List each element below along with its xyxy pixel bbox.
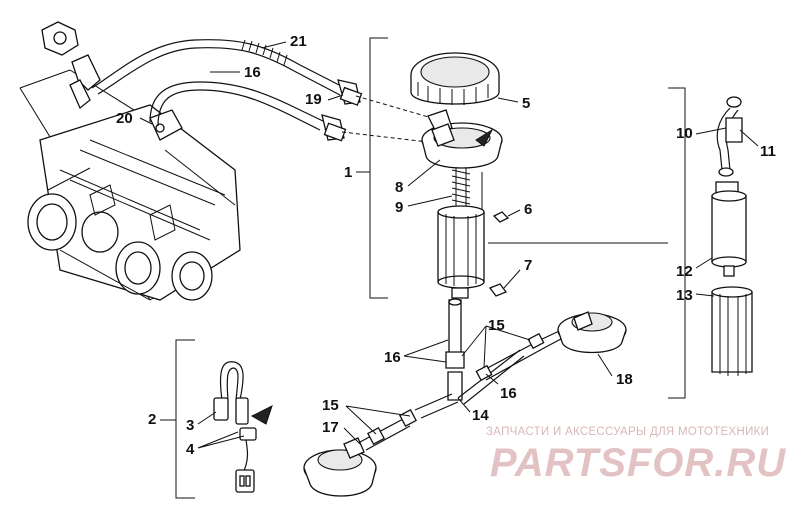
lock-ring <box>410 52 500 105</box>
callout-15-left: 15 <box>322 397 339 414</box>
callout-21: 21 <box>290 33 307 50</box>
filter-17 <box>303 437 377 497</box>
callout-3: 3 <box>186 417 194 434</box>
leader-lines <box>139 41 759 449</box>
pump-detail-hose <box>716 96 743 177</box>
callout-15-mid: 15 <box>488 317 505 334</box>
callout-16-top: 16 <box>244 64 261 81</box>
pump-filter-sleeve <box>711 286 753 376</box>
pump-body <box>437 205 485 299</box>
fuel-pump-motor <box>711 181 747 277</box>
callout-17: 17 <box>322 419 339 436</box>
callout-14: 14 <box>472 407 489 424</box>
callout-2: 2 <box>148 411 156 428</box>
callout-18: 18 <box>616 371 633 388</box>
callout-numbers: 21 16 20 19 5 1 8 9 6 7 10 11 12 13 16 1… <box>116 33 776 458</box>
callout-12: 12 <box>676 263 693 280</box>
callout-1: 1 <box>344 164 352 181</box>
callout-6: 6 <box>524 201 532 218</box>
wire-harness <box>213 361 273 493</box>
callout-7: 7 <box>524 257 532 274</box>
callout-10: 10 <box>676 125 693 142</box>
lower-fuel-lines <box>359 298 575 451</box>
hose-ribs <box>241 39 288 66</box>
callout-16-mid: 16 <box>384 349 401 366</box>
watermark-caption: ЗАПЧАСТИ И АКСЕССУАРЫ ДЛЯ МОТОТЕХНИКИ <box>486 426 770 438</box>
throttle-bores <box>27 193 213 301</box>
callout-19: 19 <box>305 91 322 108</box>
top-fuel-hoses <box>91 39 433 143</box>
callout-11: 11 <box>760 143 776 160</box>
callout-16-right: 16 <box>500 385 517 402</box>
callout-20: 20 <box>116 110 133 127</box>
callout-8: 8 <box>395 179 403 196</box>
watermark-logo: PARTSFOR.RU <box>490 441 787 485</box>
nut-7 <box>488 283 508 297</box>
callout-13: 13 <box>676 287 693 304</box>
filter-18 <box>557 311 627 354</box>
throttle-body-assembly <box>19 21 241 301</box>
callout-4: 4 <box>186 441 195 458</box>
callout-5: 5 <box>522 95 530 112</box>
pump-flange <box>421 109 503 169</box>
nut-6 <box>492 211 510 223</box>
callout-9: 9 <box>395 199 403 216</box>
